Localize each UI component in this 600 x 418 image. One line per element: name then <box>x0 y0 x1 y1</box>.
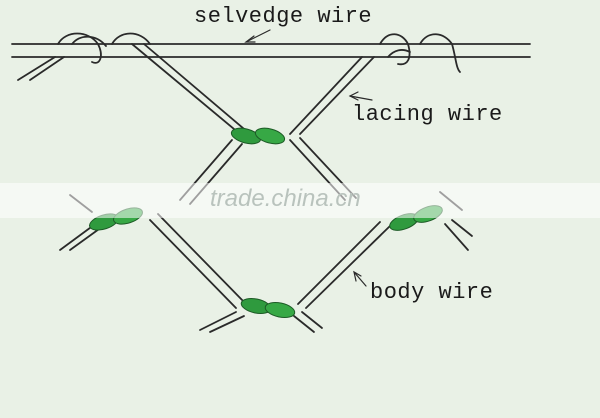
right-twist-wires <box>297 191 473 309</box>
bottom-twist-legs <box>199 311 323 333</box>
twist-bottom <box>240 297 296 319</box>
watermark-text: trade.china.cn <box>210 185 361 212</box>
watermark-band <box>0 183 600 218</box>
selvedge-wraps <box>57 32 461 73</box>
label-pointers <box>244 29 373 287</box>
selvedge-wire-label: selvedge wire <box>194 4 373 29</box>
selvedge-wire <box>11 43 531 81</box>
lacing-wire-label: lacing wire <box>352 102 503 127</box>
body-wire-label: body wire <box>370 280 494 305</box>
twist-upper <box>230 127 286 145</box>
upper-mesh-wires <box>131 43 375 135</box>
